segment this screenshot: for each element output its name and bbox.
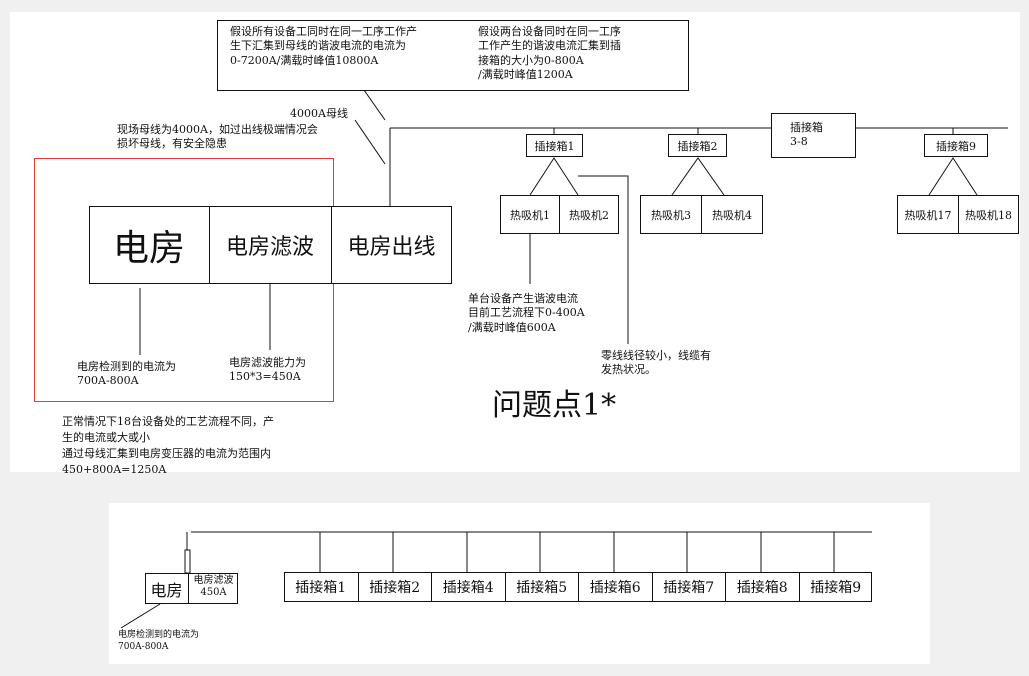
power-room-outlet: 电房出线	[347, 235, 436, 260]
junction-label: 插接箱	[790, 121, 823, 134]
note-harmonic-total: 假设所有设备工同时在同一工序工作产 生下汇集到母线的谐波电流的电流为 0-720…	[230, 25, 417, 68]
bottom-power-room: 电房	[150, 580, 183, 600]
junction-box-3-8: 插接箱 3-8	[771, 113, 856, 158]
machine-1: 热吸机1	[500, 195, 560, 234]
filter-label: 电房滤波	[193, 575, 234, 586]
power-room-filter: 电房滤波	[225, 235, 314, 260]
bottom-junction-box: 插接箱8	[725, 572, 799, 602]
machine-4: 热吸机4	[701, 195, 763, 234]
bottom-junction-box: 插接箱7	[651, 572, 726, 602]
note-line: 电房检测到的电流为	[118, 630, 200, 640]
note-line: 零线线径较小，线缆有	[601, 349, 711, 362]
note-line: 正常情况下18台设备处的工艺流程不同，产	[62, 415, 274, 428]
machine-2: 热吸机2	[559, 195, 619, 234]
machine-17: 热吸机17	[897, 195, 959, 234]
bottom-junction-box: 插接箱2	[357, 572, 432, 602]
machine-18: 热吸机18	[958, 195, 1019, 234]
bottom-junction-box: 插接箱1	[295, 580, 347, 596]
bottom-power-room-group	[145, 573, 238, 604]
note-line: 电房检测到的电流为	[77, 360, 176, 373]
note-line: 目前工艺流程下0-400A	[468, 306, 585, 320]
note-detected-current: 电房检测到的电流为 700A-800A	[77, 360, 176, 389]
note-line: 发热状况。	[601, 363, 656, 377]
filter-value: 450A	[200, 586, 227, 598]
power-room-group	[89, 206, 452, 284]
note-filter-capacity: 电房滤波能力为 150*3=450A	[229, 356, 306, 385]
note-line: 0-7200A/满载时峰值10800A	[230, 53, 379, 67]
bottom-filter: 电房滤波 450A	[189, 575, 238, 598]
bottom-junction-box: 插接箱5	[504, 572, 579, 602]
note-line: 损坏母线，有安全隐患	[117, 137, 227, 151]
note-busbar-risk: 现场母线为4000A，如过出线极端情况会 损坏母线，有安全隐患	[117, 123, 318, 152]
note-line: /满载时峰值600A	[468, 320, 556, 334]
bottom-note-detected: 电房检测到的电流为 700A-800A	[118, 630, 199, 653]
machine-3: 热吸机3	[640, 195, 702, 234]
note-harmonic-pair: 假设两台设备同时在同一工序 工作产生的谐波电流汇集到插 接箱的大小为0-800A…	[478, 25, 621, 82]
note-line: 450+800A=1250A	[62, 462, 167, 476]
note-line: 电房滤波能力为	[229, 356, 306, 369]
divider	[331, 206, 332, 284]
note-line: 通过母线汇集到电房变压器的电流为范围内	[62, 446, 271, 460]
note-line: 150*3=450A	[229, 370, 301, 384]
note-line: 生的电流或大或小	[62, 430, 150, 444]
note-line: 单台设备产生谐波电流	[468, 292, 578, 305]
note-line: 接箱的大小为0-800A	[478, 53, 584, 67]
note-line: 假设所有设备工同时在同一工序工作产	[230, 25, 417, 38]
note-line: 700A-800A	[77, 374, 139, 388]
note-line: 现场母线为4000A，如过出线极端情况会	[117, 123, 318, 136]
note-neutral-wire: 零线线径较小，线缆有 发热状况。	[601, 349, 711, 378]
label-busbar-4000a: 4000A母线	[290, 107, 348, 120]
bottom-junction-box: 插接箱4	[431, 572, 505, 602]
note-line: 生下汇集到母线的谐波电流的电流为	[230, 39, 406, 53]
divider	[188, 573, 189, 604]
note-line: /满载时峰值1200A	[478, 67, 573, 81]
note-harmonic-total-box	[217, 20, 689, 91]
junction-box-2: 插接箱2	[668, 134, 727, 157]
power-room: 电房	[112, 228, 185, 269]
note-line: 假设两台设备同时在同一工序	[478, 25, 621, 38]
note-line: 700A-800A	[118, 641, 169, 652]
bottom-junction-box: 插接箱9	[798, 572, 873, 602]
problem-title: 问题点1*	[492, 388, 617, 423]
note-line: 工作产生的谐波电流汇集到插	[478, 39, 621, 53]
divider	[209, 206, 210, 284]
bottom-junction-box: 插接箱6	[578, 572, 652, 602]
junction-box-9: 插接箱9	[924, 134, 988, 157]
note-single-device: 单台设备产生谐波电流 目前工艺流程下0-400A /满载时峰值600A	[468, 292, 585, 335]
junction-label: 3-8	[790, 135, 808, 149]
junction-box-1: 插接箱1	[526, 134, 583, 157]
note-normal-operation: 正常情况下18台设备处的工艺流程不同，产 生的电流或大或小 通过母线汇集到电房变…	[62, 414, 274, 478]
